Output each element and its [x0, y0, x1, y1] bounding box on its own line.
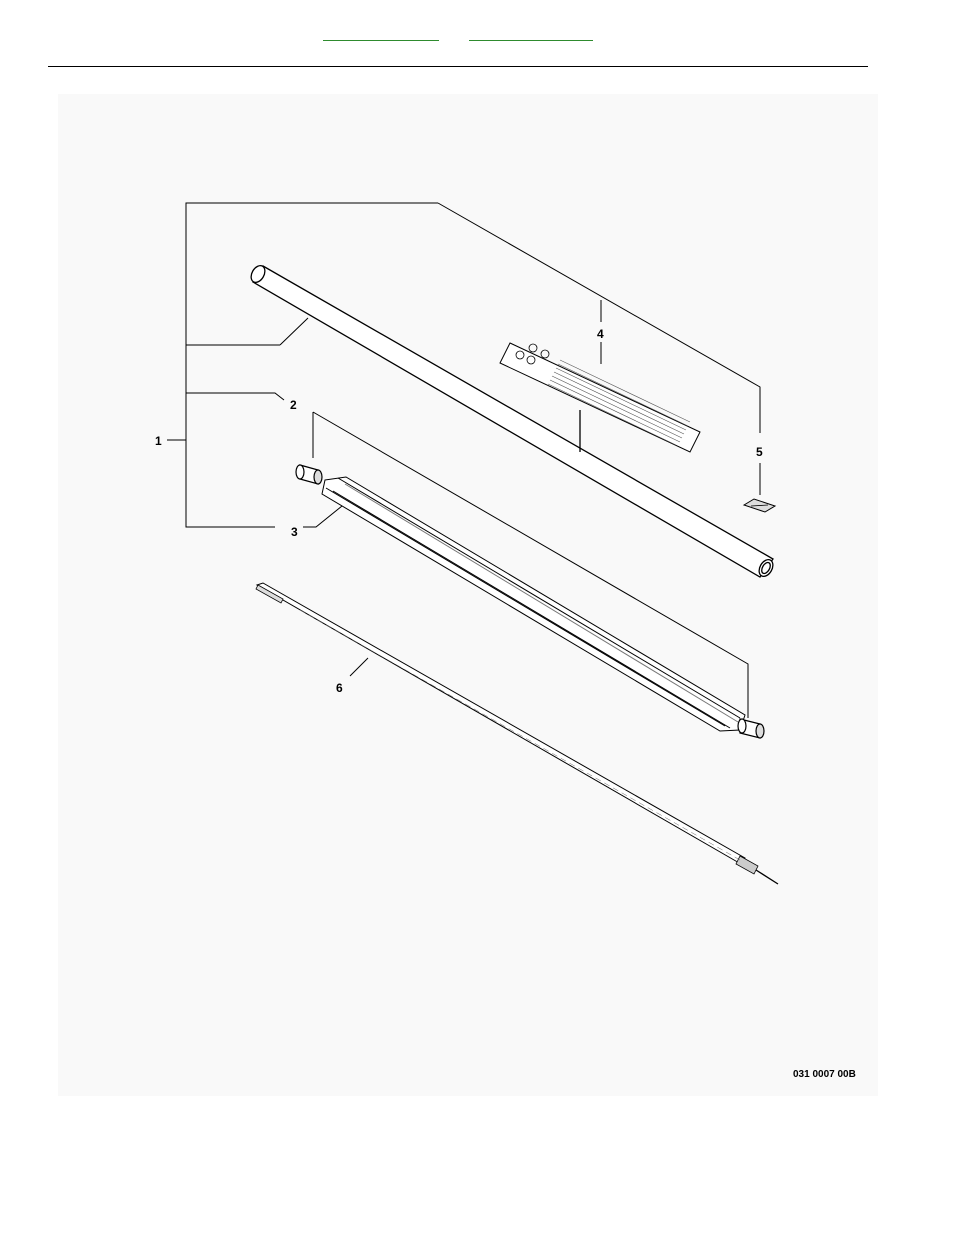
bushing-far	[738, 719, 764, 738]
callout-2: 2	[290, 398, 297, 412]
callout-3: 3	[291, 525, 298, 539]
callout-5: 5	[756, 445, 763, 459]
callout-6: 6	[336, 681, 343, 695]
outer-pipe	[248, 263, 775, 579]
bushing-near	[296, 465, 322, 484]
callout-1: 1	[155, 434, 162, 448]
figure-number: 031 0007 00B	[793, 1069, 856, 1080]
drive-shaft	[256, 583, 778, 884]
callout-4: 4	[597, 327, 604, 341]
small-plate	[744, 499, 775, 512]
